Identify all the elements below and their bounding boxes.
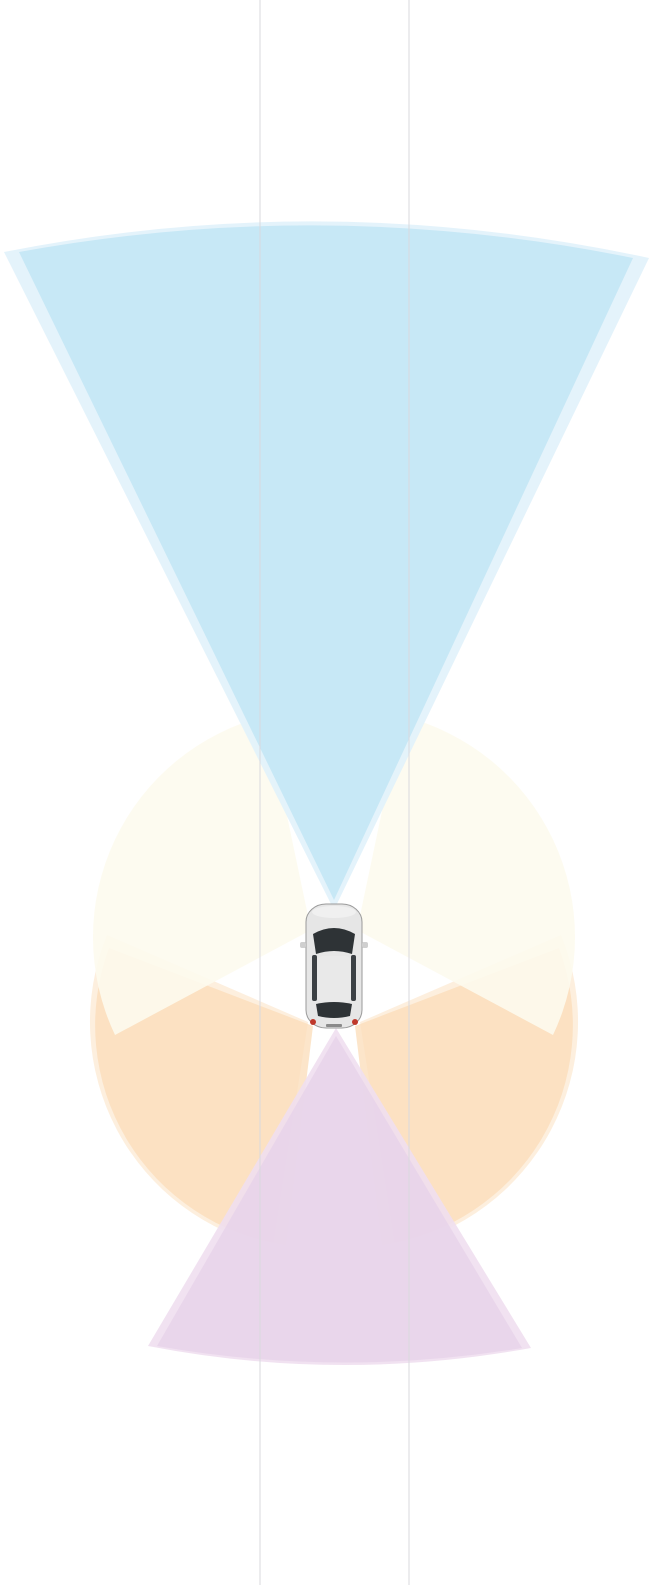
car-top-view-icon	[300, 903, 368, 1029]
front-right-corner-zone	[357, 716, 576, 1035]
front-left-corner-zone	[92, 716, 311, 1035]
front-long-range-zone	[4, 221, 649, 910]
rear-center-zone	[148, 1028, 531, 1366]
